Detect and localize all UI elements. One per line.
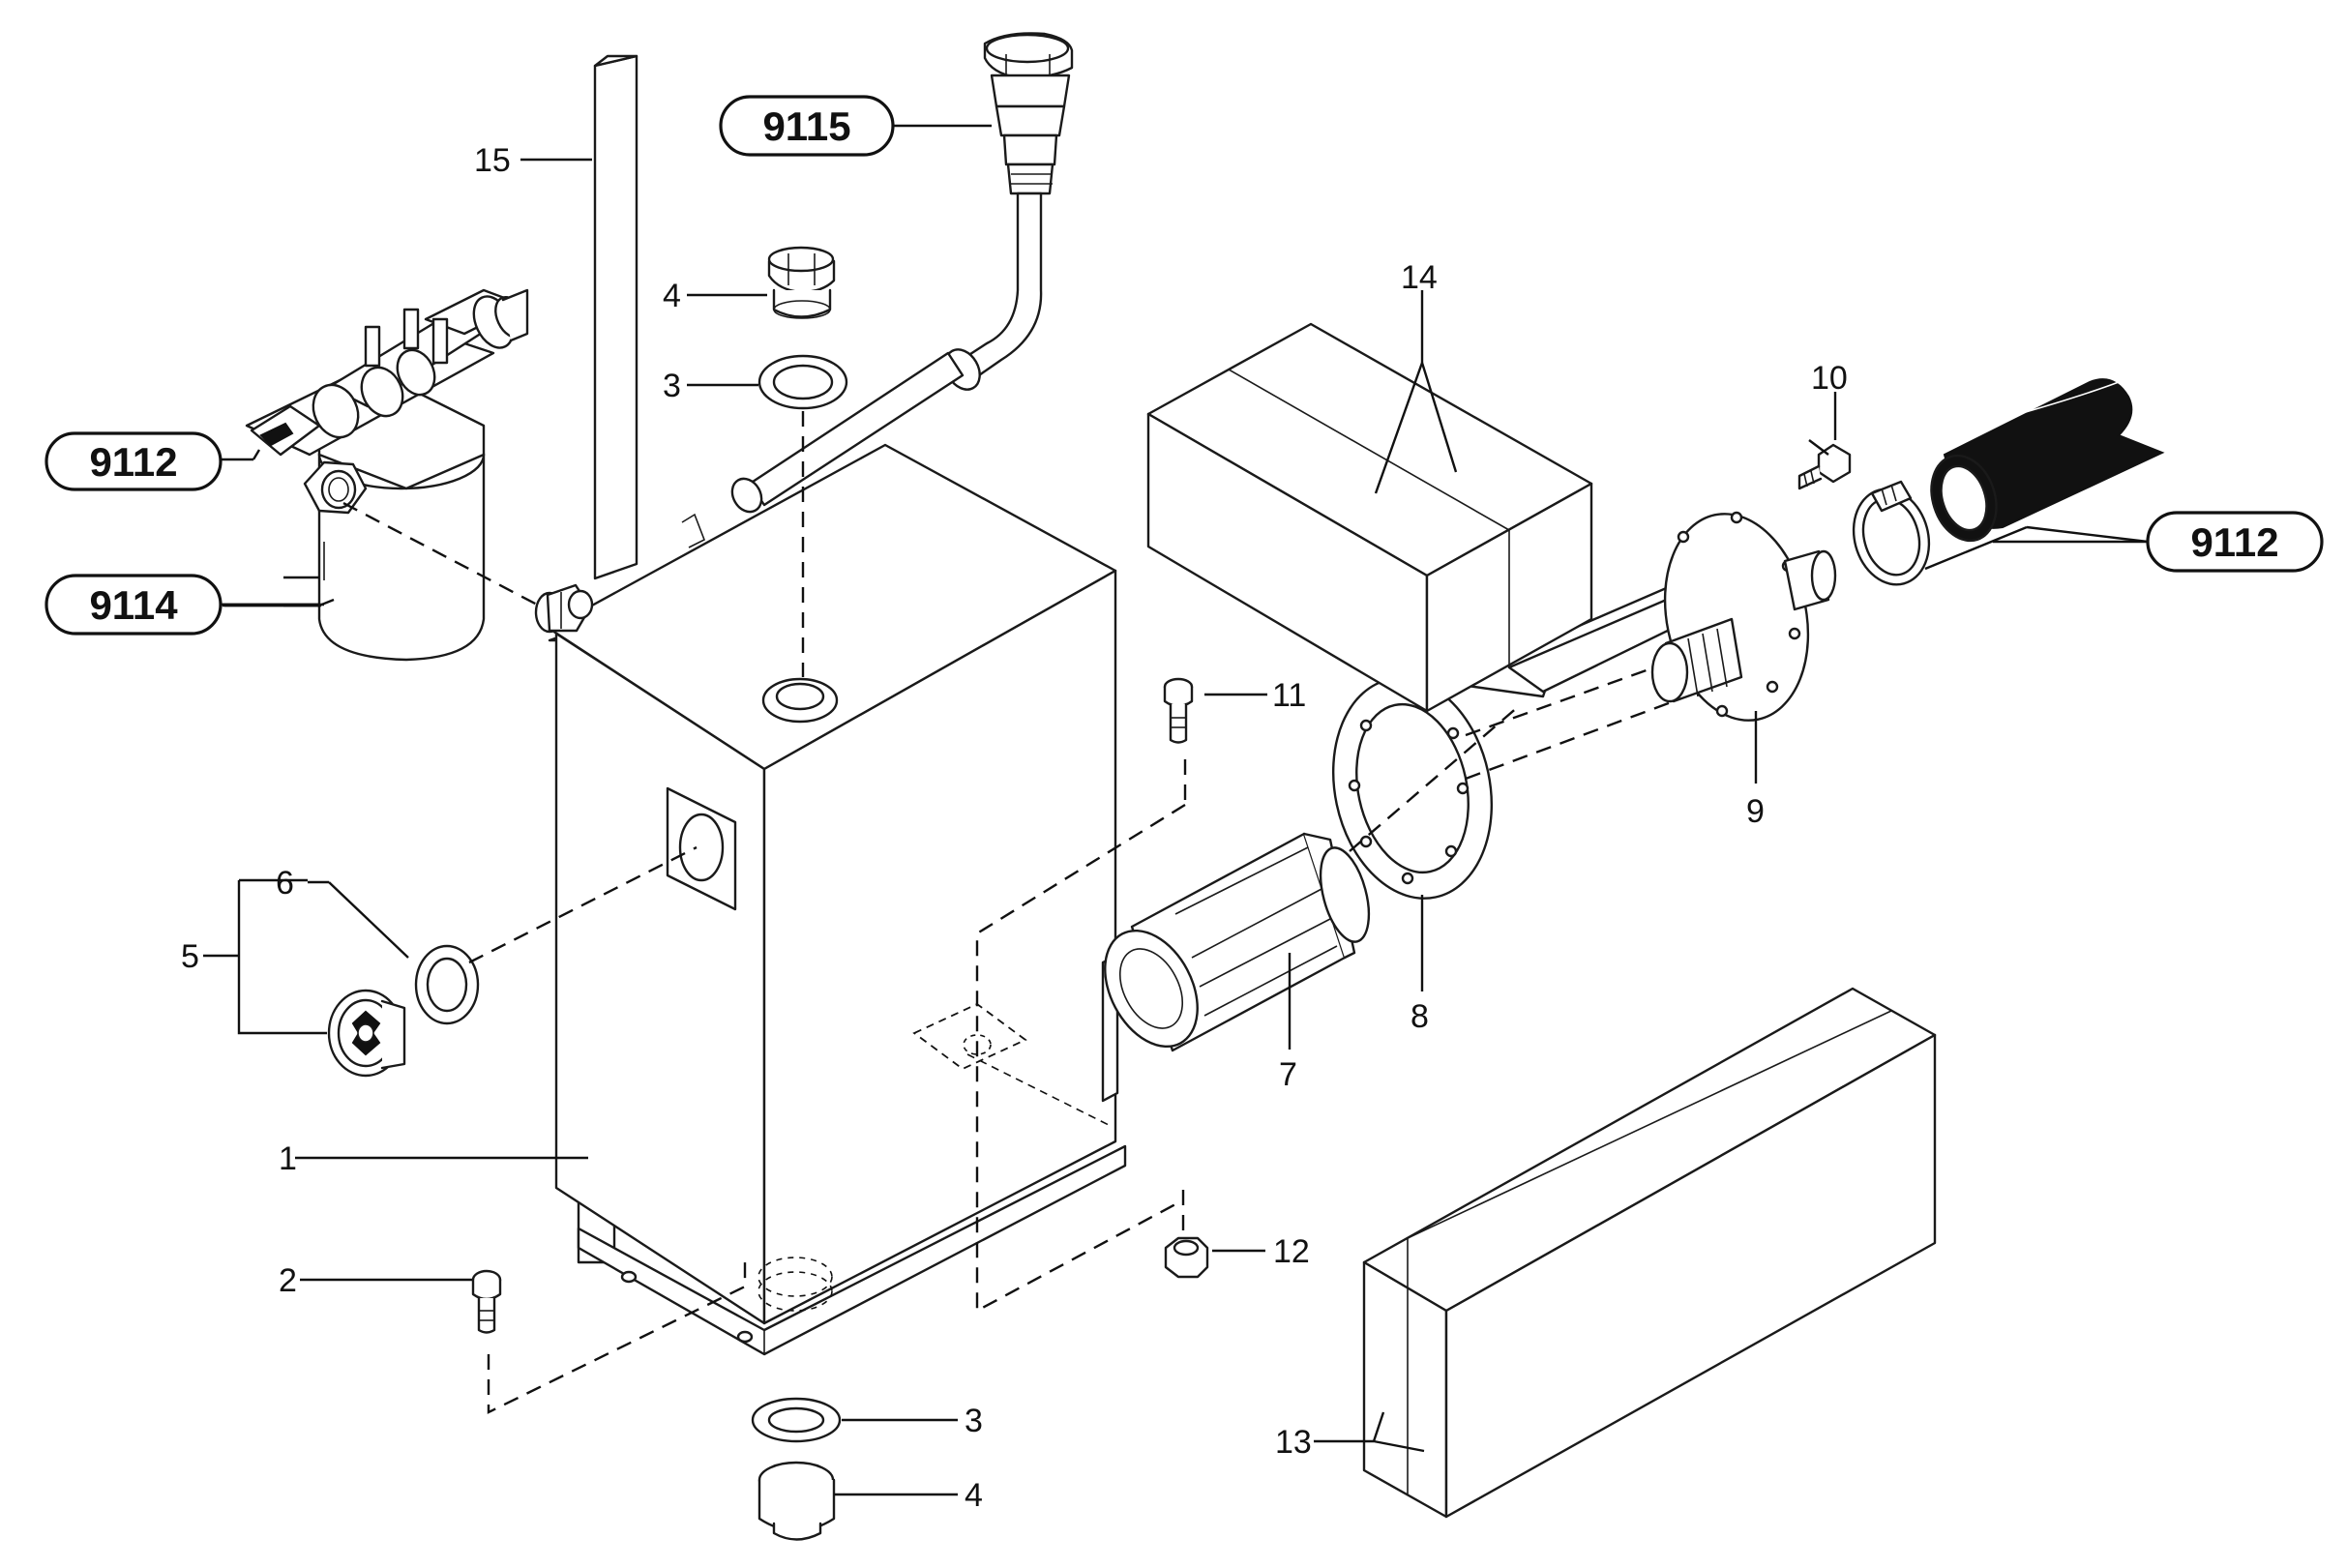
callout-4-top: 4: [663, 278, 681, 314]
hose-clamp-9112: [1852, 480, 1931, 586]
callout-labels: 15 4 3 14 10 11 9 8 7 12 6 5 1 2 3 4 13: [181, 142, 1848, 1514]
strip-part-15: [593, 54, 638, 580]
gasket-part-8: [1331, 677, 1494, 900]
leader-lines: [203, 124, 2149, 1496]
callout-12: 12: [1273, 1233, 1310, 1270]
reference-9112-left: 9112: [45, 431, 223, 491]
washer-part-6: [414, 944, 480, 1025]
callout-11: 11: [1272, 677, 1306, 714]
washer-part-3-top: [757, 354, 848, 410]
callout-14: 14: [1401, 259, 1438, 296]
ref-9112-right-label: 9112: [2190, 519, 2278, 565]
bolt-part-11: [1163, 677, 1194, 744]
callout-9: 9: [1746, 793, 1765, 830]
ref-9112-left-label: 9112: [89, 439, 177, 485]
reference-9112-right: 9112: [2146, 511, 2324, 573]
callout-4-bottom: 4: [965, 1477, 983, 1514]
washer-part-3-bottom: [751, 1397, 842, 1443]
tank-part-1: [548, 443, 1127, 1356]
bolt-part-2: [471, 1269, 502, 1334]
plug-part-4-bottom: [757, 1461, 836, 1541]
tank-inlet-fitting: [534, 583, 594, 634]
filter-element-part-7: [1104, 832, 1371, 1052]
plug-part-5: [327, 989, 406, 1078]
callout-7: 7: [1279, 1056, 1297, 1093]
filler-cap-part-4-top: [767, 246, 836, 319]
box-part-14: [1146, 322, 1593, 713]
suction-flange-part-9: [1459, 511, 1837, 722]
callout-3-bottom: 3: [965, 1403, 983, 1439]
callout-2: 2: [279, 1262, 297, 1299]
reference-9115: 9115: [719, 95, 895, 157]
callout-13: 13: [1275, 1424, 1312, 1461]
callout-10: 10: [1811, 360, 1848, 397]
hose-9112: [1930, 378, 2165, 543]
filter-assembly-9112-9114: [245, 288, 529, 662]
callout-1: 1: [279, 1140, 297, 1177]
nut-part-12: [1164, 1236, 1209, 1279]
callout-3-top: 3: [663, 368, 681, 404]
ref-9114-label: 9114: [89, 582, 178, 628]
callout-6: 6: [276, 865, 294, 902]
ref-9115-label: 9115: [762, 104, 850, 149]
reference-9114: 9114: [45, 574, 223, 636]
callout-5: 5: [181, 938, 199, 975]
callout-15: 15: [474, 142, 511, 179]
box-part-13: [1362, 987, 1937, 1519]
callout-8: 8: [1411, 998, 1429, 1035]
assembly-lines: [342, 411, 1675, 1414]
